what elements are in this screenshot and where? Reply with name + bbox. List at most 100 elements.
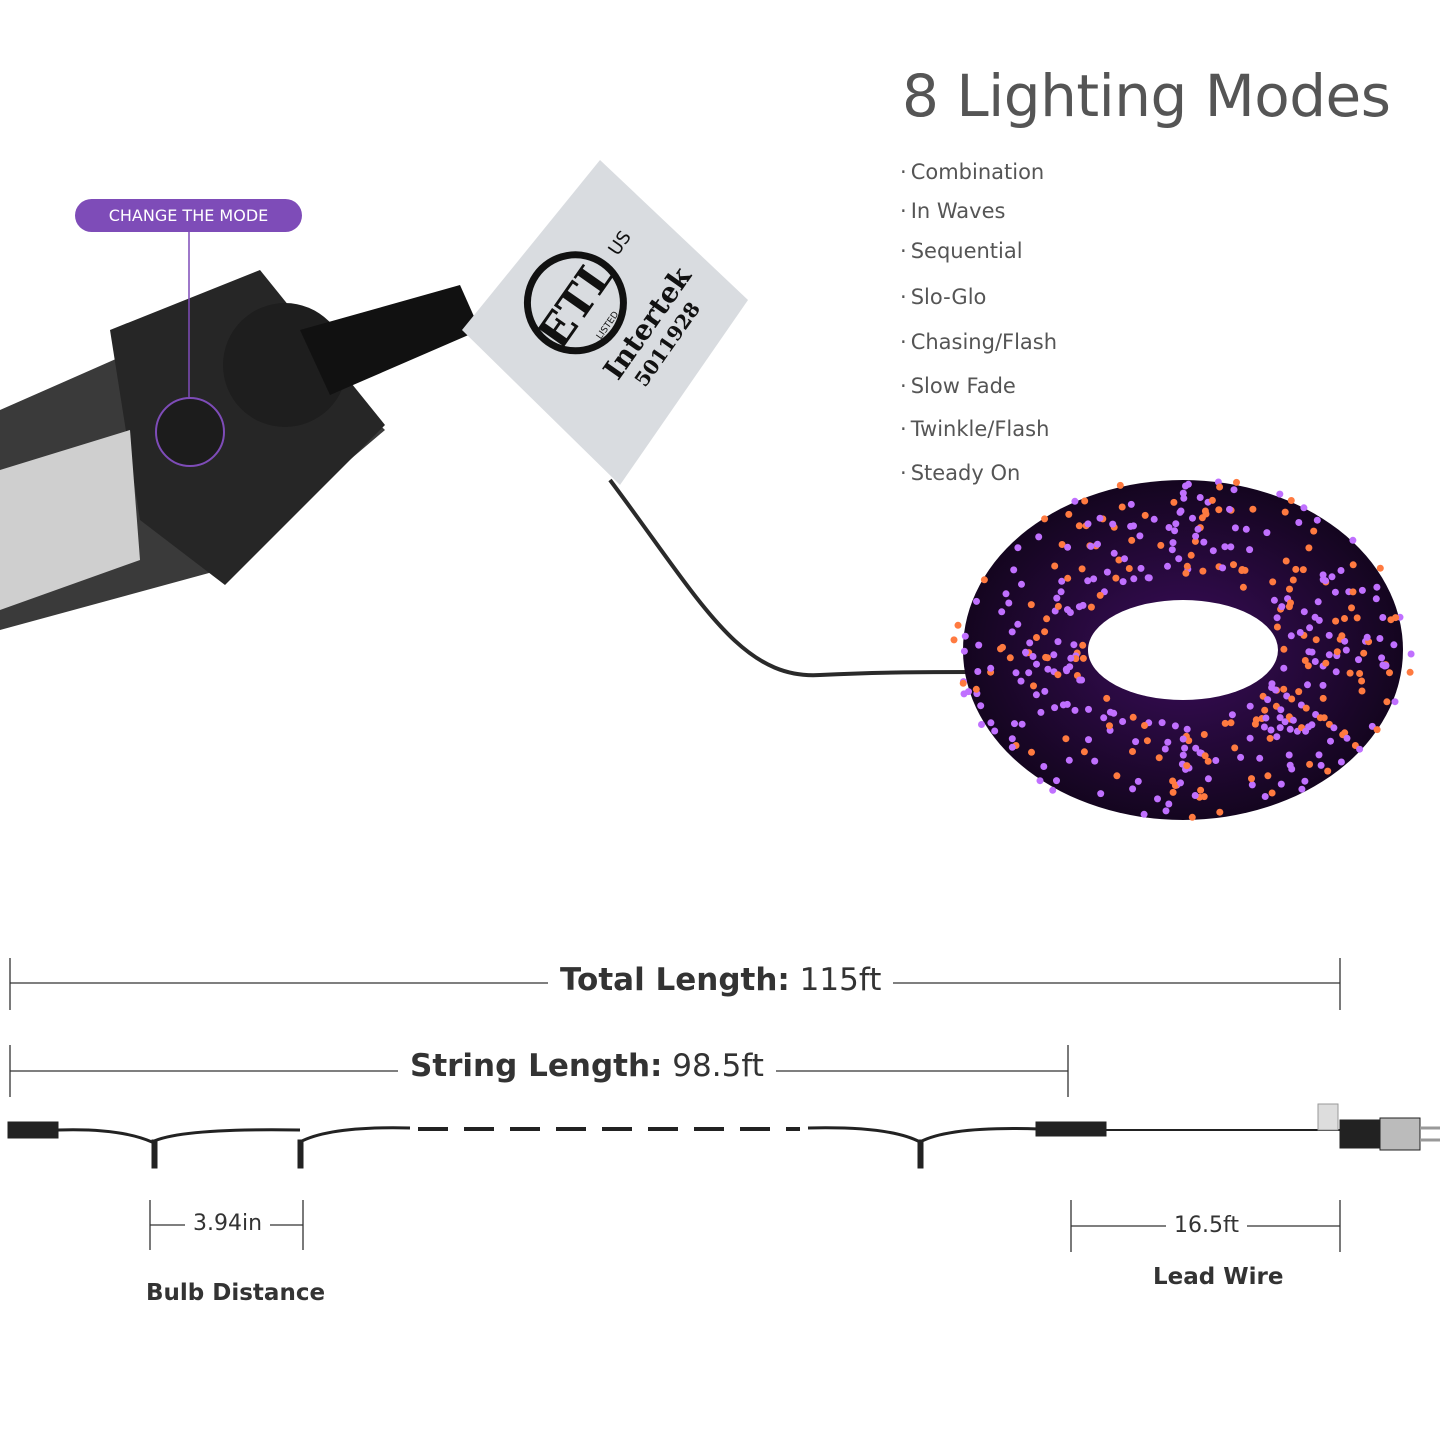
led-bulb xyxy=(1062,665,1070,673)
mode-button[interactable] xyxy=(155,397,225,467)
led-bulb xyxy=(1343,734,1351,742)
mode-item: ·Slow Fade xyxy=(900,374,1016,398)
string-length: String Length: 98.5ft xyxy=(398,1048,776,1084)
led-bulb xyxy=(1280,685,1288,693)
led-bulb xyxy=(1197,786,1205,794)
led-bulb xyxy=(1165,800,1173,808)
led-bulb xyxy=(1221,543,1229,551)
led-bulb xyxy=(1332,668,1340,676)
led-bulb xyxy=(1308,721,1316,729)
led-bulb xyxy=(1273,614,1281,622)
led-bulb xyxy=(1177,779,1184,787)
led-bulb xyxy=(1183,562,1191,570)
mode-item: ·Steady On xyxy=(900,461,1020,485)
led-bulb xyxy=(1273,623,1281,631)
led-bulb xyxy=(1378,654,1386,662)
led-bulb xyxy=(1273,733,1281,741)
led-bulb xyxy=(1230,486,1238,494)
bulb-distance-value: 3.94in xyxy=(185,1211,271,1236)
led-bulb xyxy=(1010,566,1018,574)
led-bulb xyxy=(1333,648,1341,656)
led-bulb xyxy=(1269,578,1277,586)
bullet: · xyxy=(900,461,907,485)
led-bulb xyxy=(1249,505,1257,513)
led-bulb xyxy=(1175,555,1183,563)
led-bulb xyxy=(1305,544,1313,552)
led-bulb xyxy=(1348,604,1355,612)
led-bulb xyxy=(975,641,983,649)
led-bulb xyxy=(1169,539,1177,547)
led-bulb xyxy=(1246,734,1254,742)
led-bulb xyxy=(1196,494,1204,501)
led-bulb xyxy=(1130,575,1138,583)
led-bulb xyxy=(1054,638,1062,646)
led-bulb xyxy=(1311,658,1319,665)
led-bulb xyxy=(1119,578,1127,586)
led-bulb xyxy=(1177,507,1185,515)
led-bulb xyxy=(972,685,980,693)
led-bulb xyxy=(978,721,985,728)
led-bulb xyxy=(1191,792,1199,799)
led-bulb xyxy=(1314,598,1322,606)
led-bulb xyxy=(1301,777,1309,785)
led-bulb xyxy=(1295,688,1303,696)
string-length-label: String Length: xyxy=(410,1048,663,1084)
led-bulb xyxy=(980,576,988,584)
led-bulb xyxy=(1119,718,1127,725)
led-bulb xyxy=(987,719,995,727)
led-bulb xyxy=(1277,706,1285,714)
led-bulb xyxy=(1078,565,1086,573)
led-bulb xyxy=(1044,665,1052,673)
string-diagram xyxy=(7,1103,1440,1169)
led-bulb xyxy=(1246,702,1254,710)
led-bulb xyxy=(987,664,995,672)
led-bulb xyxy=(1356,745,1364,753)
led-bulb xyxy=(1084,577,1092,585)
led-bulb xyxy=(1201,752,1209,760)
led-bulb xyxy=(1287,599,1294,607)
led-bulb xyxy=(1226,505,1233,513)
led-bulb xyxy=(1033,660,1040,668)
led-bulb xyxy=(1360,649,1368,657)
led-bulb xyxy=(1137,564,1145,572)
led-bulb xyxy=(1011,720,1018,728)
led-bulb xyxy=(1376,564,1384,572)
led-bulb xyxy=(1308,648,1316,656)
led-bulb xyxy=(1209,547,1217,555)
bullet: · xyxy=(900,417,907,441)
lead-cable xyxy=(608,478,976,678)
led-bulb xyxy=(1192,744,1200,752)
led-bulb xyxy=(1091,757,1099,765)
led-bulb xyxy=(1132,738,1140,746)
led-bulb xyxy=(1324,767,1332,775)
led-bulb xyxy=(1118,503,1126,511)
led-bulb xyxy=(1204,757,1212,765)
led-bulb xyxy=(1272,686,1279,694)
led-bulb xyxy=(1165,524,1173,531)
led-bulb xyxy=(1183,762,1191,770)
led-bulb xyxy=(1033,634,1040,641)
led-bulb xyxy=(1299,566,1307,574)
led-bulb xyxy=(1161,745,1169,753)
led-bulb xyxy=(1281,508,1289,516)
led-bulb xyxy=(1198,514,1206,522)
led-bulb xyxy=(1355,656,1362,664)
led-bulb xyxy=(1317,761,1325,769)
led-bulb xyxy=(1204,775,1212,783)
led-bulb xyxy=(1110,549,1118,557)
led-bulb xyxy=(1087,542,1095,550)
change-mode-callout: CHANGE THE MODE xyxy=(75,199,302,232)
led-bulb xyxy=(1327,737,1334,745)
led-bulb xyxy=(1169,788,1177,796)
led-bulb xyxy=(1264,696,1272,704)
led-bulb xyxy=(998,608,1006,616)
led-bulb xyxy=(1267,726,1275,734)
led-bulb xyxy=(1325,651,1333,659)
led-bulb xyxy=(1311,613,1319,621)
led-bulb xyxy=(1129,748,1136,755)
led-bulb xyxy=(1062,735,1070,743)
led-bulb xyxy=(1185,737,1193,745)
total-length-label: Total Length: xyxy=(560,962,790,998)
led-bulb xyxy=(1406,668,1414,676)
